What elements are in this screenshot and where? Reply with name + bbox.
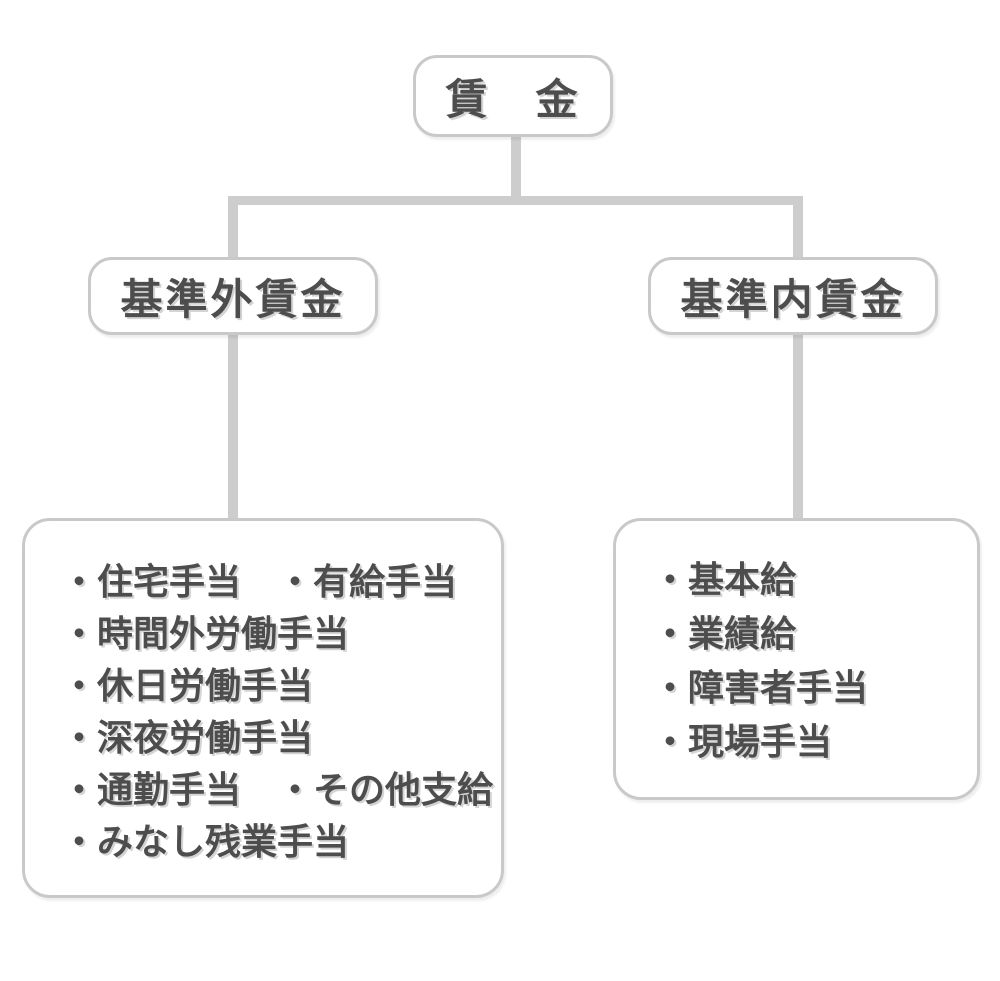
connector-horizontal: [228, 196, 803, 205]
list-item: ・みなし残業手当: [61, 821, 350, 862]
non-standard-wage-item-list: ・住宅手当 ・有給手当 ・時間外労働手当 ・休日労働手当 ・深夜労働手当 ・通勤…: [25, 521, 501, 868]
node-non-standard-wages: 基準外賃金: [88, 257, 378, 335]
list-item: ・業績給: [652, 613, 797, 654]
connector-right-branch-vertical: [793, 200, 803, 520]
standard-wage-item-list: ・基本給 ・業績給 ・障害者手当 ・現場手当: [616, 521, 977, 769]
leaf-box-non-standard-wage-items: ・住宅手当 ・有給手当 ・時間外労働手当 ・休日労働手当 ・深夜労働手当 ・通勤…: [22, 518, 504, 898]
connector-left-branch-vertical: [228, 200, 238, 520]
list-item: ・障害者手当: [652, 667, 869, 708]
list-item: ・現場手当: [652, 721, 833, 762]
list-item: ・通勤手当 ・その他支給: [61, 769, 494, 810]
node-standard-wages-label: 基準内賃金: [680, 275, 906, 323]
list-item: ・休日労働手当: [61, 665, 314, 706]
list-item: ・基本給: [652, 559, 797, 600]
list-item: ・住宅手当 ・有給手当: [61, 561, 458, 602]
list-item: ・時間外労働手当: [61, 613, 350, 654]
connector-root-vertical: [511, 136, 521, 205]
node-wages-label: 賃 金: [445, 75, 581, 123]
node-non-standard-wages-label: 基準外賃金: [120, 275, 346, 323]
node-wages: 賃 金: [413, 55, 613, 137]
leaf-box-standard-wage-items: ・基本給 ・業績給 ・障害者手当 ・現場手当: [613, 518, 980, 800]
list-item: ・深夜労働手当: [61, 717, 314, 758]
node-standard-wages: 基準内賃金: [648, 257, 938, 335]
